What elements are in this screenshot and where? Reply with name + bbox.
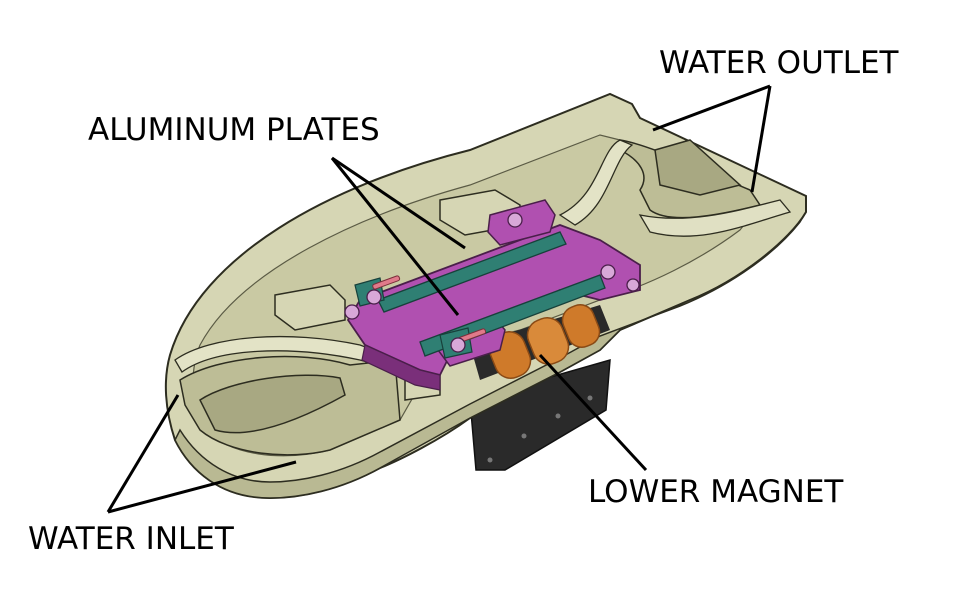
outlet-port: [654, 139, 742, 196]
label-water-inlet: WATER INLET: [28, 521, 234, 557]
outlet-splitter: [638, 199, 792, 237]
leader-lines: [106, 84, 772, 514]
screws: [344, 212, 640, 353]
inlet-port: [199, 374, 346, 434]
leader-inlet-b: [107, 460, 297, 514]
leader-magnet: [538, 353, 648, 472]
mount-block-left: [274, 284, 346, 331]
leader-outlet-a: [652, 84, 771, 132]
leader-plates-b: [330, 157, 460, 316]
base-plate: [469, 358, 611, 471]
label-lower-magnet: LOWER MAGNET: [588, 474, 844, 510]
leader-outlet-b: [750, 85, 772, 193]
aluminum-plate-upper: [377, 231, 567, 313]
leader-plates-a: [331, 156, 466, 250]
hull-lower-wall: [174, 211, 807, 499]
label-aluminum-plates: ALUMINUM PLATES: [88, 112, 380, 148]
outlet-guide-wall: [558, 139, 634, 226]
leader-inlet-a: [106, 394, 180, 513]
label-water-outlet: WATER OUTLET: [659, 45, 899, 81]
lower-magnet: [470, 304, 610, 380]
plate-holder-side: [361, 344, 441, 391]
